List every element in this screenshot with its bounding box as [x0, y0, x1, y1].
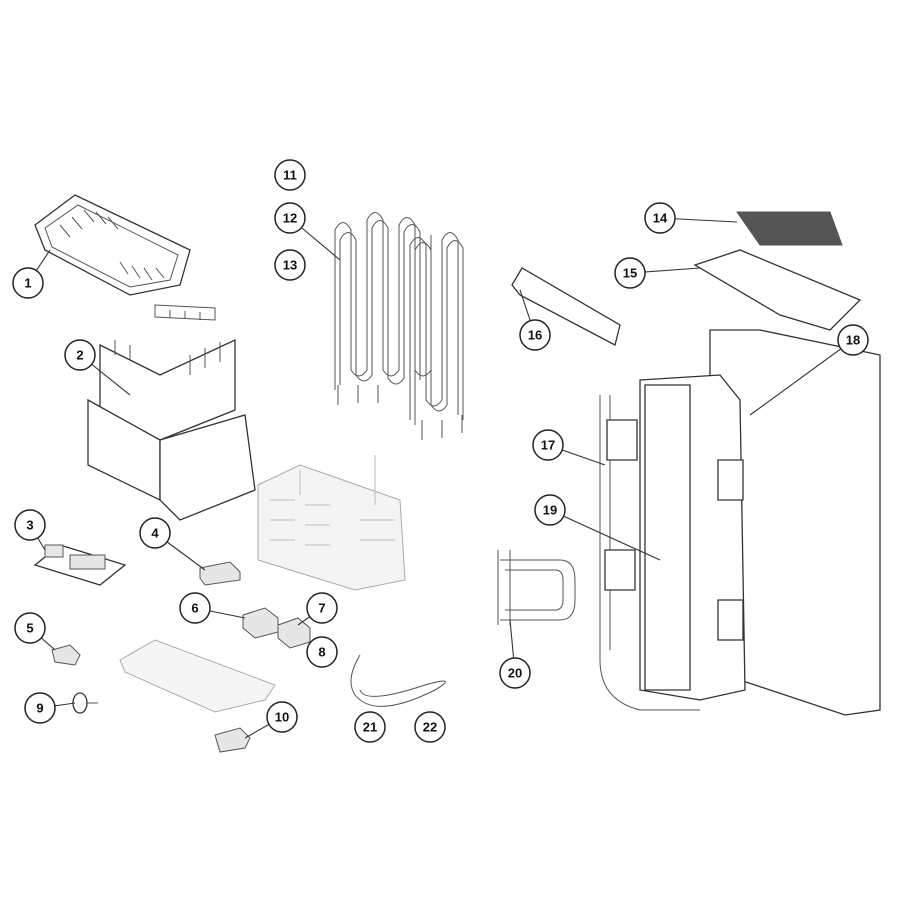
part-control-board	[33, 544, 127, 586]
callout-18: 18	[837, 324, 869, 356]
callout-circle	[266, 701, 298, 733]
callout-number: 5	[26, 621, 33, 636]
leader-line-18	[749, 339, 854, 416]
callout-number: 17	[541, 438, 555, 453]
callout-number: 7	[318, 601, 325, 616]
part-grille	[736, 211, 843, 246]
part-top-cover	[693, 249, 862, 331]
callout-circle	[499, 657, 531, 689]
callout-circle	[64, 339, 96, 371]
callout-number: 11	[283, 168, 297, 183]
callout-number: 16	[528, 328, 542, 343]
callout-circle	[644, 202, 676, 234]
part-cabinet	[599, 329, 881, 716]
callout-1: 1	[12, 267, 44, 299]
callout-number: 15	[623, 266, 637, 281]
callout-number: 1	[24, 276, 31, 291]
callout-14: 14	[644, 202, 676, 234]
callout-7: 7	[306, 592, 338, 624]
callout-5: 5	[14, 612, 46, 644]
callout-6: 6	[179, 592, 211, 624]
callout-number: 8	[318, 645, 325, 660]
callout-number: 21	[363, 720, 377, 735]
callout-circle	[306, 592, 338, 624]
callout-number: 20	[508, 666, 522, 681]
callout-11: 11	[274, 159, 306, 191]
part-heating-elements	[334, 212, 464, 440]
callout-10: 10	[266, 701, 298, 733]
callout-circle	[519, 319, 551, 351]
callout-3: 3	[14, 509, 46, 541]
callout-number: 18	[846, 333, 860, 348]
part-wall-bracket	[511, 267, 621, 346]
callout-number: 14	[653, 211, 668, 226]
callout-number: 19	[543, 503, 557, 518]
callout-13: 13	[274, 249, 306, 281]
callout-21: 21	[354, 711, 386, 743]
part-heater-bracket	[497, 550, 576, 625]
callout-number: 12	[283, 211, 297, 226]
part-element-frame	[257, 455, 406, 591]
callout-circle	[414, 711, 446, 743]
callout-circle	[274, 159, 306, 191]
callout-20: 20	[499, 657, 531, 689]
callout-circle	[14, 509, 46, 541]
callout-circle	[274, 249, 306, 281]
callout-number: 6	[191, 601, 198, 616]
callout-4: 4	[139, 517, 171, 549]
callout-22: 22	[414, 711, 446, 743]
part-relay-6	[242, 607, 279, 639]
callout-number: 3	[26, 518, 33, 533]
callout-circle	[274, 202, 306, 234]
callout-circle	[354, 711, 386, 743]
part-connector	[214, 727, 251, 753]
part-heater-housing	[87, 338, 256, 521]
callout-number: 4	[151, 526, 159, 541]
callout-number: 2	[76, 348, 83, 363]
callout-circle	[614, 257, 646, 289]
part-switch	[51, 644, 81, 666]
callout-circle	[139, 517, 171, 549]
part-knob	[72, 692, 98, 714]
callout-circle	[14, 612, 46, 644]
callout-9: 9	[24, 692, 56, 724]
callout-2: 2	[64, 339, 96, 371]
callout-19: 19	[534, 494, 566, 526]
part-base-plate	[119, 639, 276, 713]
callout-number: 10	[275, 710, 289, 725]
callout-circle	[532, 429, 564, 461]
leader-line-19	[549, 509, 661, 561]
callout-circle	[24, 692, 56, 724]
callout-8: 8	[306, 636, 338, 668]
part-relay-7	[277, 617, 311, 649]
part-stone-tray	[34, 194, 191, 296]
part-terminal-block	[199, 561, 241, 586]
callout-circle	[179, 592, 211, 624]
callout-number: 9	[36, 701, 43, 716]
part-cable	[350, 654, 446, 707]
callout-circle	[306, 636, 338, 668]
callout-15: 15	[614, 257, 646, 289]
callout-16: 16	[519, 319, 551, 351]
callout-12: 12	[274, 202, 306, 234]
callout-17: 17	[532, 429, 564, 461]
part-small-bracket	[154, 304, 216, 321]
callout-number: 13	[283, 258, 297, 273]
callout-circle	[837, 324, 869, 356]
callout-circle	[534, 494, 566, 526]
callout-circle	[12, 267, 44, 299]
callout-number: 22	[423, 720, 437, 735]
